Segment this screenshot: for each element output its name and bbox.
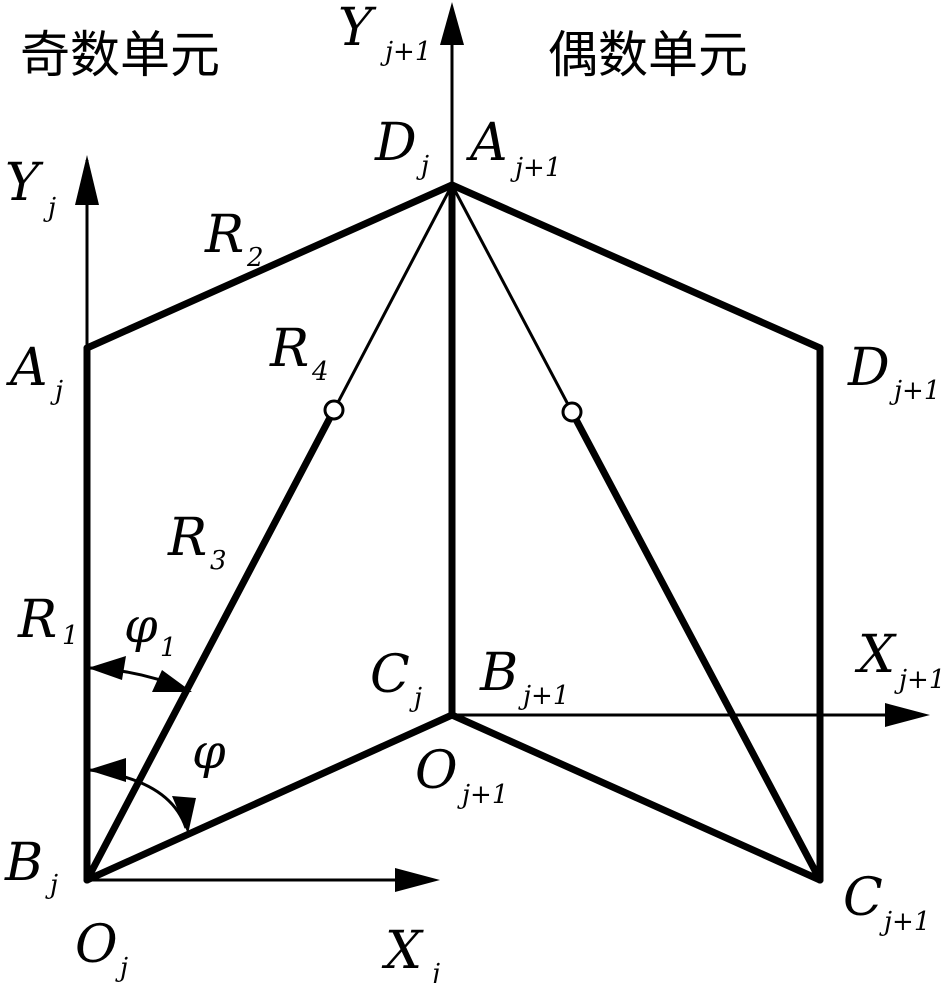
link-right-diagonal-lower (568, 408, 824, 884)
svg-text:R: R (204, 205, 244, 265)
label-oj1: O j+1 (415, 741, 508, 810)
label-y-right: Y j+1 (338, 0, 431, 67)
svg-text:C: C (843, 868, 883, 928)
svg-text:j: j (50, 376, 63, 406)
svg-text:R: R (269, 319, 309, 379)
angle-phi-arrowhead-bottom (172, 796, 196, 834)
svg-text:j+1: j+1 (510, 153, 561, 183)
svg-text:D: D (374, 113, 417, 173)
svg-text:R: R (17, 590, 57, 650)
svg-text:j+1: j+1 (380, 37, 431, 67)
svg-text:j+1: j+1 (889, 376, 940, 406)
joint-left (323, 399, 345, 421)
label-dj: D j (374, 113, 429, 181)
label-dj1: D j+1 (847, 338, 940, 406)
angle-phi-arrowhead-left (88, 758, 126, 782)
svg-text:O: O (415, 741, 458, 801)
y-axis-left-arrowhead (75, 155, 99, 205)
svg-text:A: A (466, 113, 508, 173)
label-x-right: X j+1 (854, 625, 943, 695)
link-r3 (83, 406, 338, 884)
svg-text:Y: Y (338, 0, 377, 58)
svg-text:φ: φ (124, 598, 158, 654)
odd-unit-heading: 奇数单元 (20, 26, 220, 84)
label-r1: R 1 (17, 590, 79, 651)
svg-text:Y: Y (5, 153, 44, 213)
even-unit-heading: 偶数单元 (548, 26, 748, 84)
svg-text:4: 4 (311, 357, 329, 387)
svg-text:j: j (43, 193, 56, 223)
svg-text:X: X (854, 625, 897, 685)
label-cj: C j (370, 645, 422, 713)
svg-text:3: 3 (210, 546, 227, 576)
svg-text:j: j (427, 959, 440, 983)
label-x-left: X j (381, 921, 440, 983)
x-axis-right-arrowhead (885, 703, 930, 727)
joint-right (561, 401, 583, 423)
label-bj1: B j+1 (479, 643, 569, 711)
svg-text:j+1: j+1 (894, 665, 943, 695)
link-r2 (83, 181, 456, 352)
label-y-left: Y j (5, 153, 56, 223)
svg-text:j: j (409, 683, 422, 713)
label-r2: R 2 (204, 205, 264, 273)
svg-text:B: B (479, 643, 518, 703)
label-oj: O j (75, 915, 128, 983)
x-axis-left-arrowhead (395, 868, 440, 892)
svg-text:O: O (75, 915, 118, 975)
label-r4: R 4 (269, 319, 329, 387)
svg-text:2: 2 (246, 243, 264, 273)
y-axis-right-arrowhead (440, 2, 464, 45)
link-bj-cj (83, 711, 456, 884)
svg-text:A: A (6, 338, 48, 398)
label-cj1: C j+1 (843, 868, 930, 937)
svg-text:j: j (45, 870, 58, 900)
link-aj1-dj1 (448, 181, 824, 352)
svg-text:1: 1 (160, 633, 177, 663)
svg-text:j+1: j+1 (457, 780, 508, 810)
svg-text:X: X (381, 921, 424, 981)
angle-phi1-arrowhead-left (88, 656, 126, 680)
svg-text:B: B (4, 833, 43, 893)
label-phi1: φ 1 (124, 598, 177, 663)
link-r4 (332, 184, 454, 411)
svg-text:D: D (847, 338, 890, 398)
svg-text:R: R (167, 508, 207, 568)
label-bj: B j (4, 833, 58, 900)
svg-text:j+1: j+1 (518, 681, 569, 711)
svg-text:j: j (416, 151, 429, 181)
svg-text:1: 1 (62, 621, 79, 651)
label-aj1: A j+1 (466, 113, 561, 183)
label-aj: A j (6, 338, 63, 406)
link-bj1-cj1 (448, 711, 824, 884)
svg-text:C: C (370, 645, 410, 705)
svg-text:φ: φ (192, 724, 226, 780)
angle-phi1-arrowhead-right (152, 670, 192, 692)
label-r3: R 3 (167, 508, 227, 576)
label-phi: φ (192, 724, 226, 780)
svg-text:j+1: j+1 (879, 907, 930, 937)
link-right-diagonal-upper (450, 184, 574, 413)
